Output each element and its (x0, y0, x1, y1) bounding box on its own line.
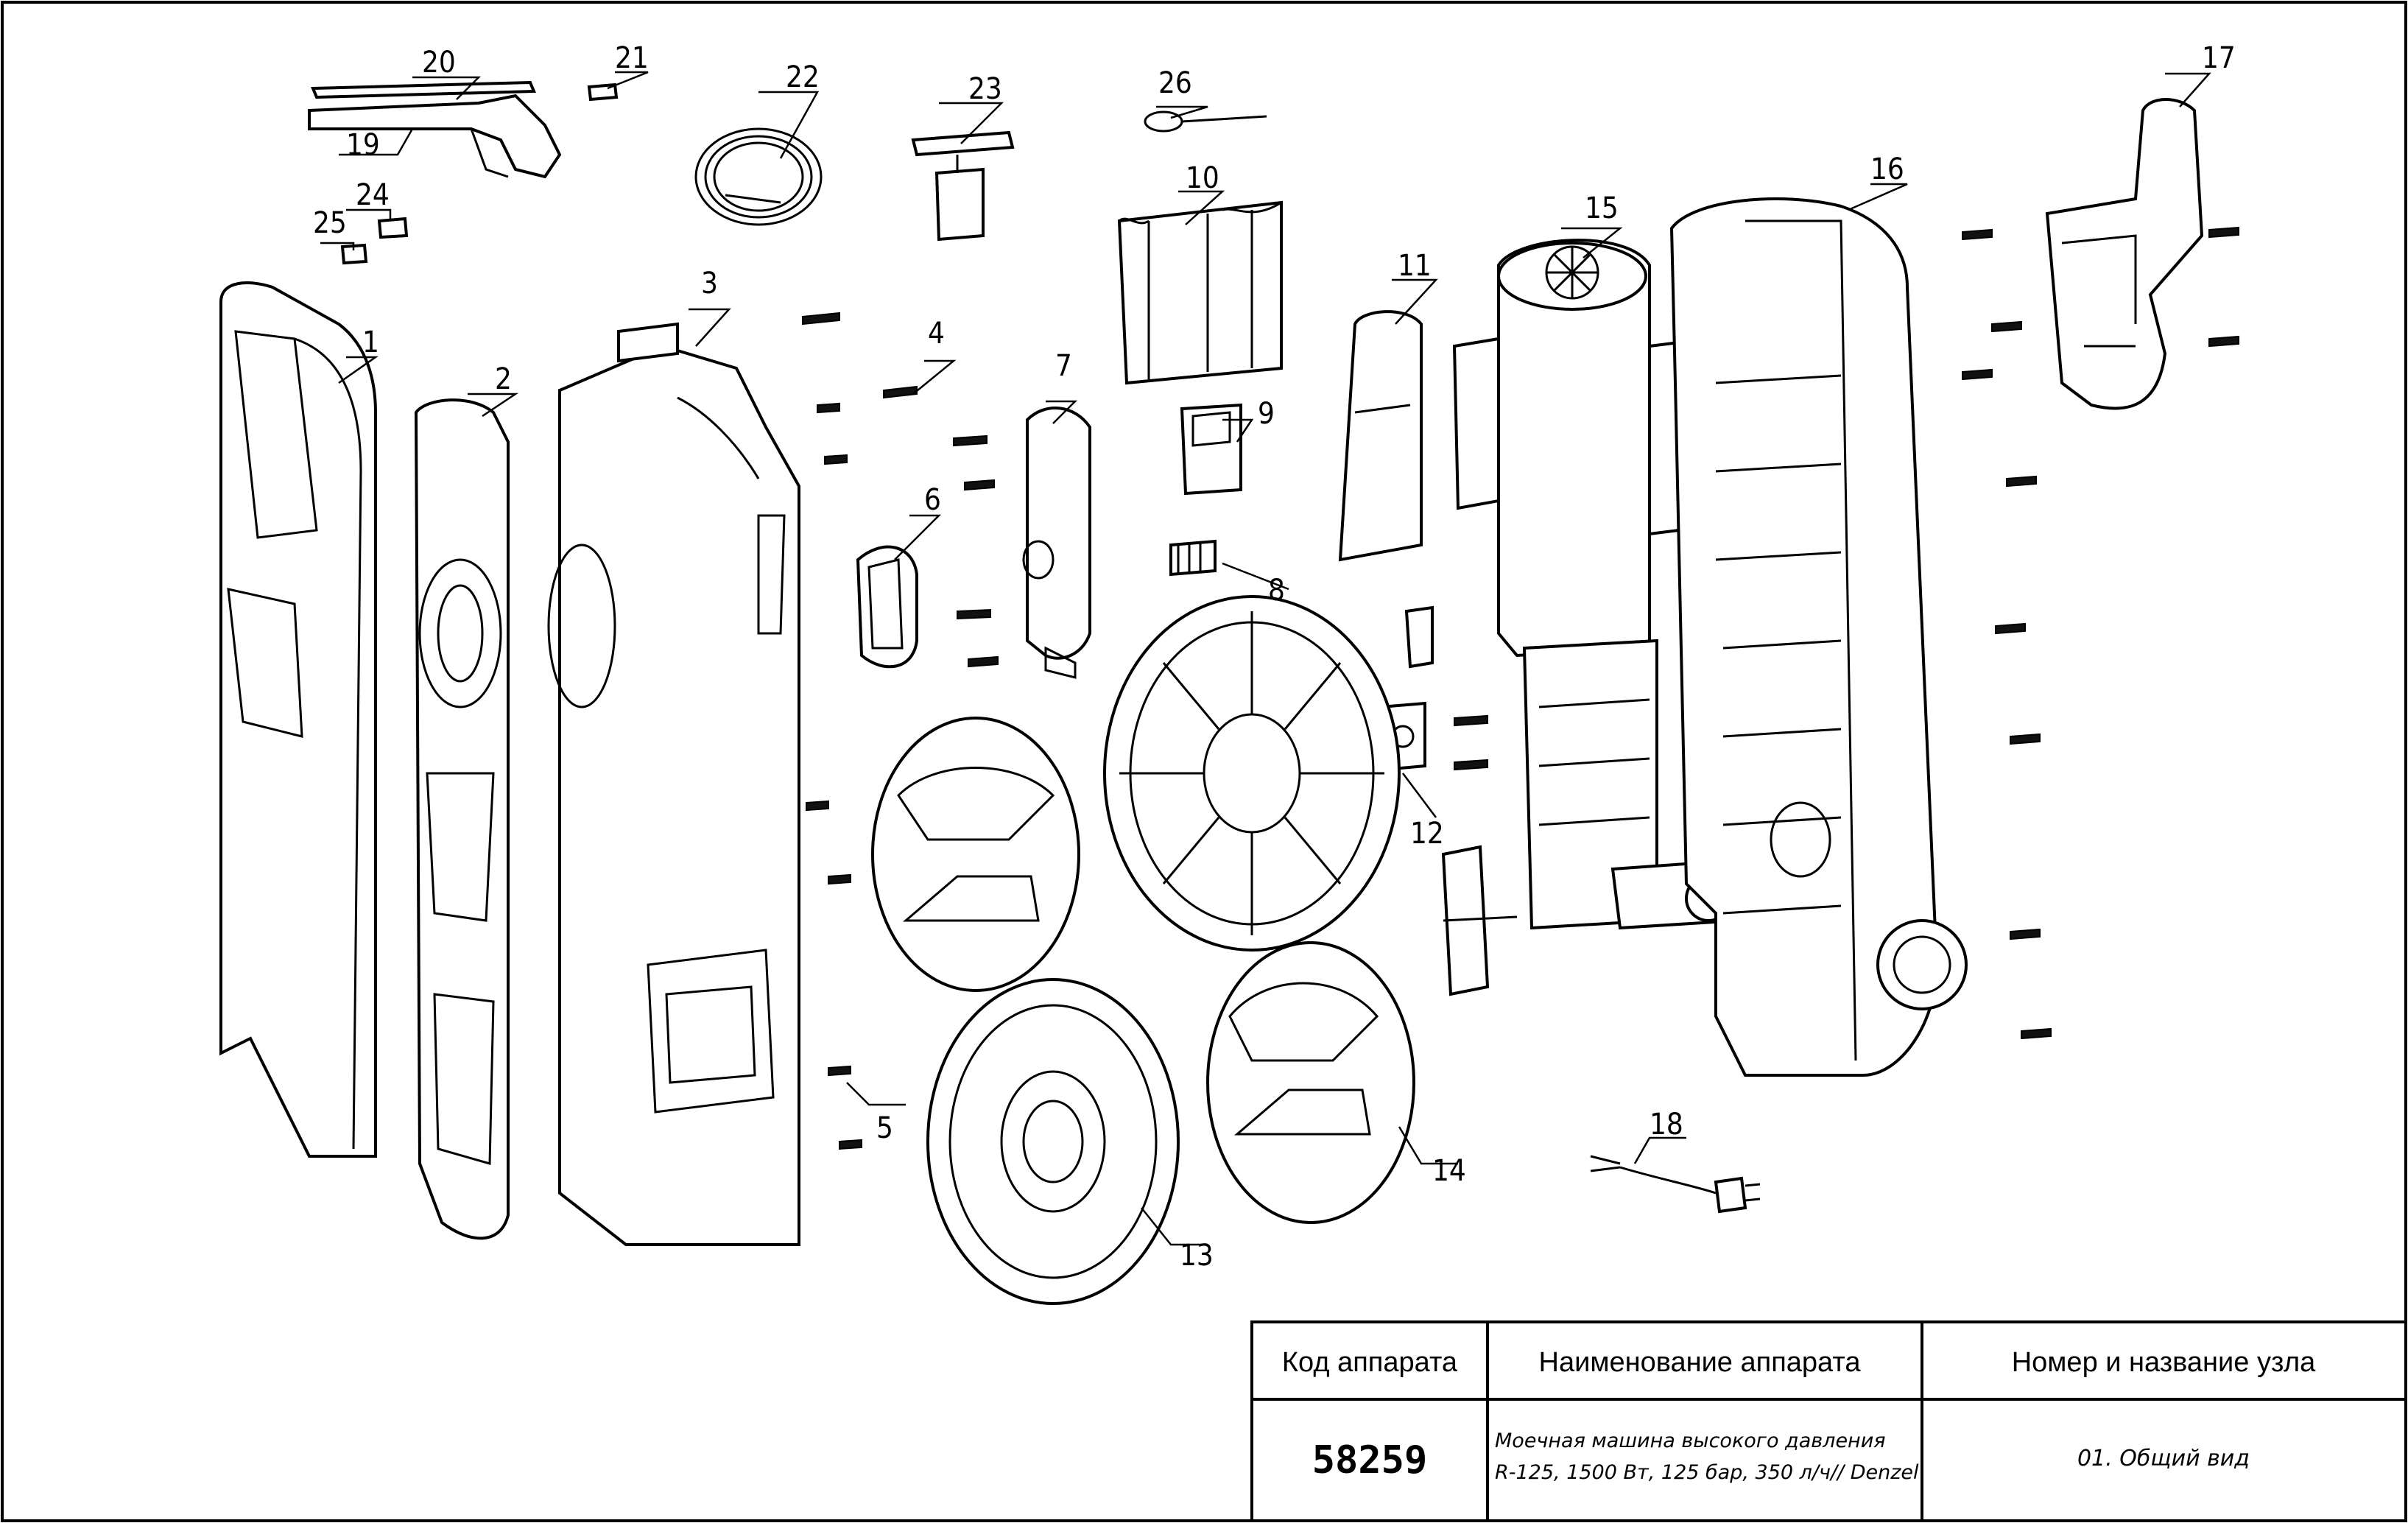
part-label: 24 (356, 178, 390, 212)
part-label: 26 (1158, 66, 1192, 100)
part-17-hook (2045, 98, 2204, 410)
wheel-cover-left (871, 717, 1080, 992)
part-label: 23 (968, 72, 1002, 106)
part-label: 10 (1186, 161, 1219, 195)
part-4-screws (802, 312, 999, 668)
part-label: 3 (701, 267, 718, 300)
part-labels: 20 19 21 22 23 26 17 16 15 10 11 24 25 1… (313, 41, 2236, 1273)
title-block: Код аппарата Наименование аппарата Номер… (1250, 1320, 2407, 1522)
device-name-line-1: Моечная машина высокого давления (1495, 1429, 1886, 1452)
part-label: 1 (362, 326, 379, 359)
wheel-hub-detail (1103, 595, 1401, 952)
part-label: 2 (495, 362, 512, 396)
part-label: 18 (1650, 1108, 1683, 1142)
part-19-spray-gun (308, 94, 562, 179)
part-26-o-ring (1144, 110, 1267, 133)
part-3-main-housing (547, 322, 800, 1246)
part-6-knob (856, 545, 918, 669)
name-column-header: Наименование аппарата (1539, 1347, 1862, 1378)
part-label: 9 (1258, 397, 1275, 431)
part-16-rear-housing (1669, 197, 1968, 1077)
part-1-handle-panel (219, 281, 377, 1158)
device-code: 58259 (1312, 1438, 1428, 1482)
part-20-lance (311, 80, 536, 99)
part-label: 8 (1268, 574, 1285, 608)
part-label: 6 (924, 483, 941, 517)
code-column-header: Код аппарата (1282, 1347, 1458, 1378)
part-23-detergent-bottle (911, 130, 1015, 242)
part-label: 19 (346, 128, 380, 162)
node-name: 01. Общий вид (2077, 1446, 2250, 1471)
part-label: 16 (1870, 152, 1904, 186)
part-7-bracket (1022, 407, 1091, 679)
part-label: 5 (876, 1111, 893, 1145)
part-label: 21 (615, 41, 649, 75)
part-label: 22 (786, 60, 820, 94)
part-label: 11 (1398, 249, 1432, 283)
part-label: 7 (1055, 349, 1072, 383)
part-label: 13 (1180, 1239, 1214, 1273)
leader-lines (320, 71, 2211, 1246)
part-label: 14 (1432, 1154, 1466, 1188)
part-13-wheel (926, 978, 1180, 1305)
fan-icon (1545, 245, 1599, 300)
part-label: 25 (313, 206, 347, 240)
node-column-header: Номер и название узла (2012, 1347, 2316, 1378)
part-14-wheel-cover (1206, 941, 1415, 1224)
part-12-screws (1454, 714, 1488, 771)
part-9-switch (1180, 403, 1242, 496)
part-label: 15 (1585, 191, 1619, 225)
part-24-adapter (377, 217, 409, 239)
part-8-fitting (1169, 539, 1217, 577)
part-25-adapter (340, 243, 368, 265)
part-label: 12 (1410, 817, 1444, 851)
part-label: 17 (2202, 41, 2236, 75)
part-11-cover-plate (1338, 310, 1423, 562)
part-label: 20 (422, 46, 456, 80)
device-name-line-2: R-125, 1500 Вт, 125 бар, 350 л/ч// Denze… (1495, 1461, 1919, 1484)
part-22-hose (694, 127, 823, 226)
part-18-power-cord (1590, 1155, 1761, 1214)
part-10-cover (1117, 200, 1283, 385)
part-2-side-panel (414, 398, 510, 1240)
part-15-motor-pump-assembly (1441, 239, 1739, 996)
part-label: 4 (928, 317, 945, 351)
part-16-screws (1962, 226, 2239, 1040)
part-5-screws (806, 800, 862, 1150)
